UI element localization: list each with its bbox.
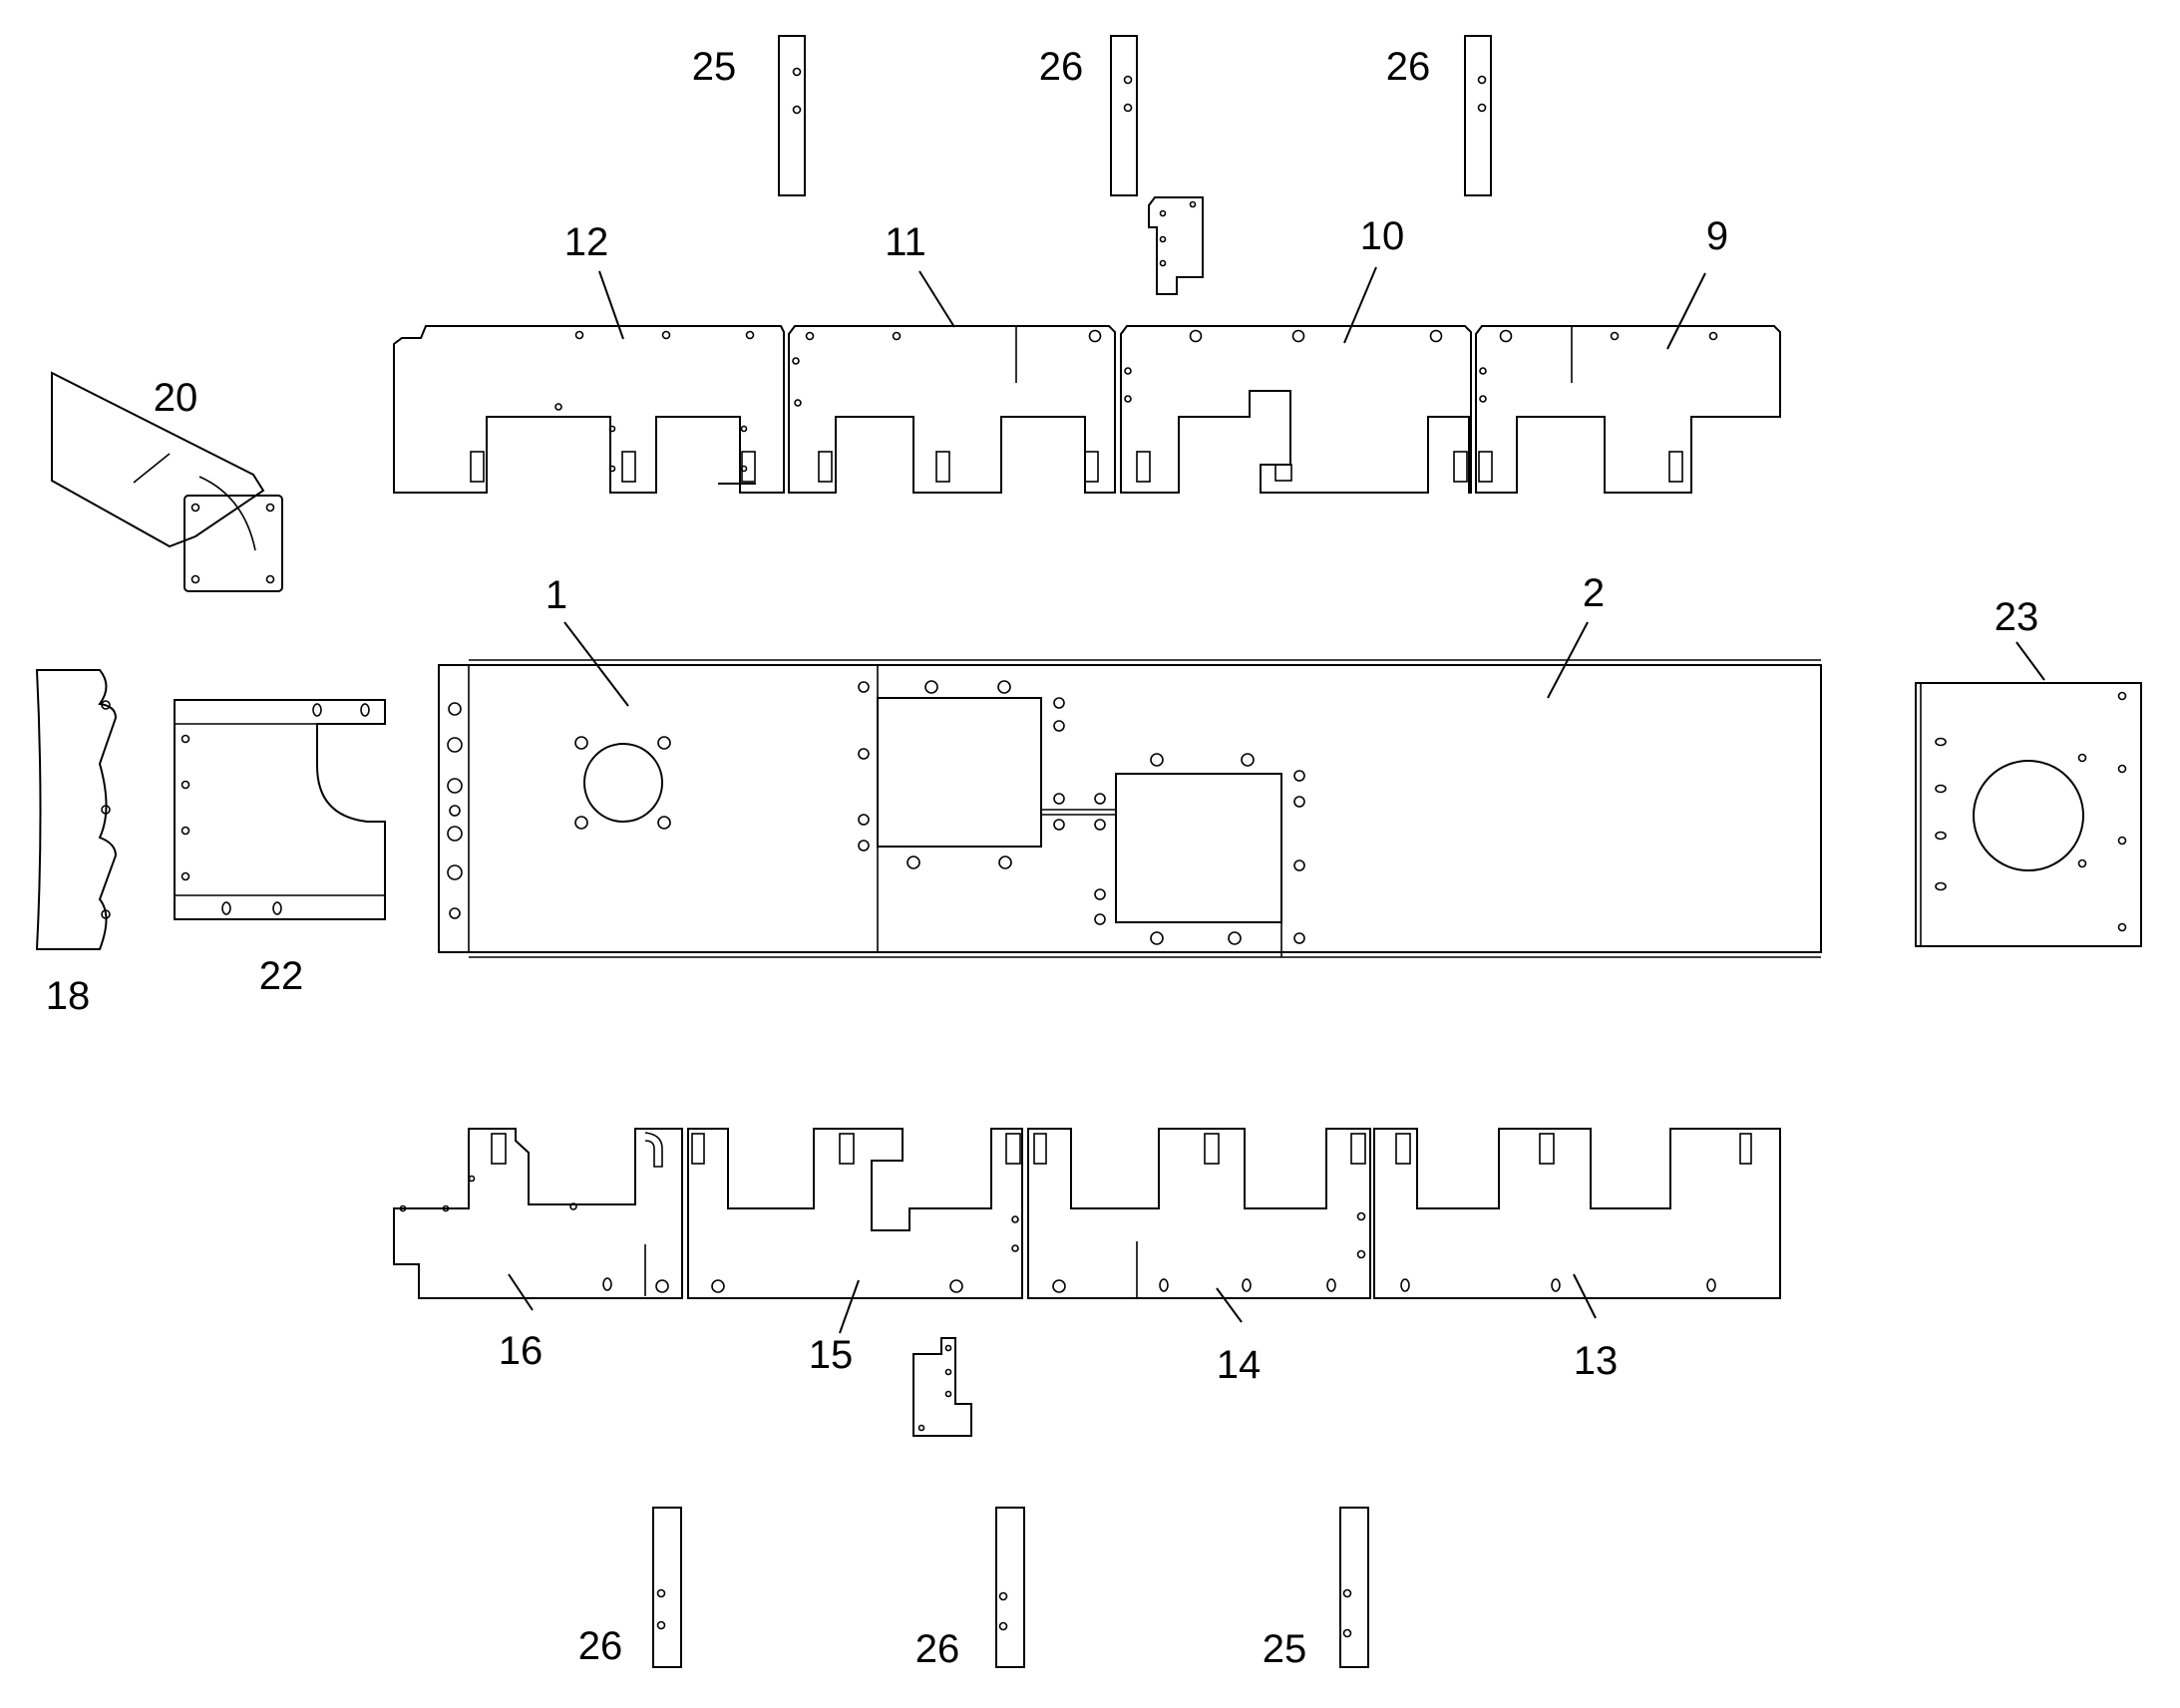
- callout-20: 20: [154, 376, 198, 420]
- callout-2: 2: [1583, 571, 1605, 615]
- part-25-bottom-strip: [1339, 1507, 1369, 1668]
- panel-15: [687, 1128, 1023, 1299]
- callout-11: 11: [885, 220, 926, 264]
- callout-26-bottom-a: 26: [578, 1624, 623, 1668]
- callout-9: 9: [1706, 214, 1728, 258]
- part-26-bottom-strip-b: [995, 1507, 1025, 1668]
- callout-12: 12: [564, 220, 609, 264]
- panel-12: [393, 325, 785, 494]
- panel-14: [1027, 1128, 1371, 1299]
- part-18-side-bracket: [35, 669, 118, 950]
- main-frame-1-2: [438, 659, 1822, 958]
- callout-10: 10: [1360, 214, 1405, 258]
- callout-15: 15: [809, 1333, 854, 1377]
- part-22-plate: [174, 699, 386, 920]
- callout-26-bottom-b: 26: [915, 1627, 960, 1671]
- small-bracket-top: [1148, 196, 1204, 295]
- callout-14: 14: [1217, 1343, 1262, 1387]
- part-26-bottom-strip-a: [652, 1507, 682, 1668]
- part-20-elbow-duct: [51, 371, 283, 592]
- callout-25-bottom: 25: [1263, 1627, 1307, 1671]
- panel-16: [393, 1128, 683, 1299]
- callout-16: 16: [499, 1329, 544, 1373]
- callout-18: 18: [46, 974, 91, 1018]
- part-25-top-strip: [778, 35, 806, 196]
- callout-13: 13: [1574, 1339, 1619, 1383]
- callout-26-top-a: 26: [1039, 45, 1084, 89]
- callout-1: 1: [545, 573, 567, 617]
- small-bracket-bottom: [912, 1337, 972, 1437]
- part-26-top-strip-a: [1110, 35, 1138, 196]
- callout-22: 22: [259, 954, 304, 998]
- panel-13: [1373, 1128, 1781, 1299]
- panel-9: [1475, 325, 1781, 494]
- leader-lines: [508, 266, 2045, 1334]
- panel-11: [788, 325, 1116, 494]
- callout-labels: 1 2 12 11 10 9 20 18 22 23 16 15 14 13 2…: [46, 45, 2039, 1671]
- panel-10: [1120, 325, 1472, 494]
- callout-25-top: 25: [692, 45, 737, 89]
- callout-23: 23: [1995, 595, 2039, 639]
- part-23-end-plate: [1915, 682, 2142, 947]
- callout-26-top-b: 26: [1386, 45, 1431, 89]
- part-26-top-strip-b: [1464, 35, 1492, 196]
